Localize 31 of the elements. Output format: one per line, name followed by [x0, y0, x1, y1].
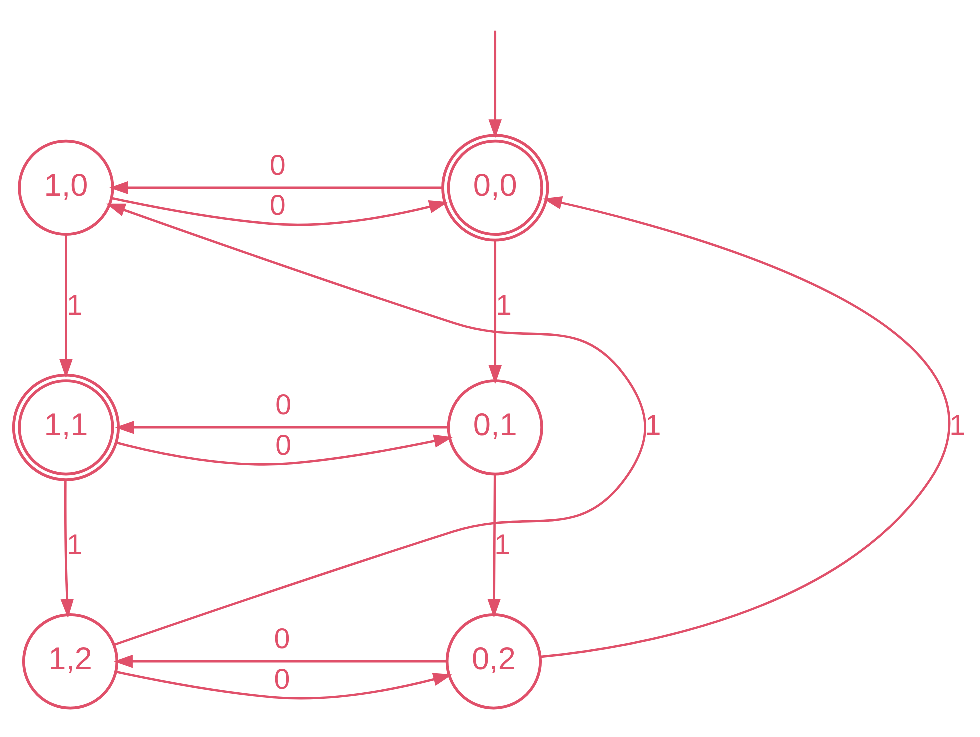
arrow [488, 240, 502, 384]
edge-label: 1 [494, 529, 511, 562]
arrow [112, 196, 448, 226]
arrow [110, 180, 443, 194]
edge-label: 0 [274, 663, 290, 696]
edge-label: 0 [270, 190, 286, 222]
node-circle: 1,2 [22, 613, 119, 710]
arrow [60, 480, 74, 618]
edge-label: 0 [276, 389, 292, 422]
edge-label: 1 [66, 289, 83, 322]
node-circle: 1,1 [12, 373, 120, 481]
arrow [60, 234, 73, 378]
arrow [116, 670, 452, 700]
edge-label: 0 [276, 429, 292, 462]
arrow [115, 420, 448, 434]
node-circle: 0,0 [442, 134, 550, 242]
arrow [116, 434, 454, 466]
edge-label: 1 [496, 289, 512, 322]
arrow [106, 203, 646, 646]
arrow [488, 30, 502, 138]
node-circle: 0,1 [447, 379, 544, 476]
node-circle: 0,2 [446, 613, 542, 710]
arrow [488, 474, 501, 618]
edge-label: 1 [645, 409, 662, 442]
edge-label: 0 [274, 623, 290, 656]
edge-label: 0 [270, 150, 286, 182]
edge-label: 1 [66, 529, 83, 562]
edge-label: 1 [950, 409, 966, 442]
arrow [540, 196, 950, 658]
arrow [114, 654, 447, 668]
node-circle: 1,0 [18, 139, 114, 236]
